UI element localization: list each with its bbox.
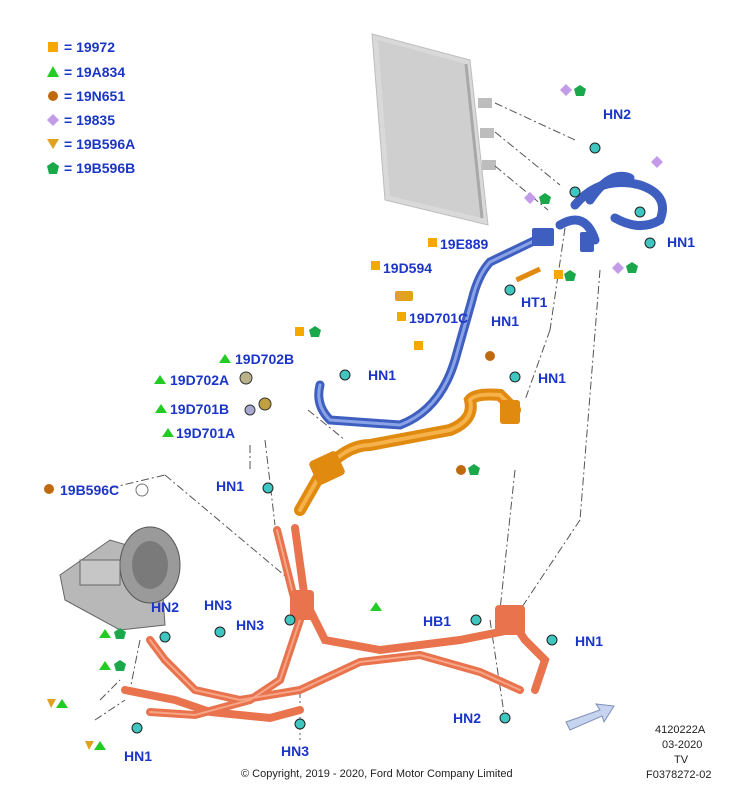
callout-19d594: 19D594 [383,260,433,276]
fittings [131,266,558,734]
callout-hn2-bottom: HN2 [453,710,482,726]
callout-19d701b: 19D701B [170,401,230,417]
legend-label: = 19N651 [64,88,126,104]
legend-item: = 19N651 [46,87,125,105]
figure-number: F0378272-02 [646,769,712,781]
legend-item: = 19B596A [46,135,135,153]
callout-19d701c: 19D701C [409,310,469,326]
amber-discharge-hose [294,388,521,516]
diagram-initials: TV [674,754,689,766]
callout-19b596c: 19B596C [60,482,120,498]
callout-hn1-c: HN1 [216,478,245,494]
callout-hn2-left: HN2 [151,599,180,615]
diagram-code: 4120222A [655,724,706,736]
legend-label: = 19A834 [64,64,126,80]
compressor-illustration [59,526,181,631]
legend-label: = 19835 [64,112,115,128]
legend-label: = 19972 [64,39,115,55]
diagram-date: 03-2020 [662,739,703,751]
square-marker-icon [48,42,58,52]
callout-hb1: HB1 [423,613,452,629]
circle-marker-icon [48,91,58,101]
callout-hn1-d: HN1 [575,633,604,649]
leader-lines [94,102,601,740]
copyright-notice: © Copyright, 2019 - 2020, Ford Motor Com… [241,768,513,780]
blue-suction-hose [314,228,554,430]
orange-pipe-network [121,524,550,723]
callout-hn2-top: HN2 [603,106,632,122]
callout-hn1-mid: HN1 [491,313,520,329]
callout-hn3-a: HN3 [204,597,233,613]
callout-hn1-bottom-left: HN1 [124,748,153,764]
callout-hn1-b: HN1 [538,370,567,386]
callout-19d702b: 19D702B [235,351,295,367]
callout-hn1-right-top: HN1 [667,234,696,250]
condenser-illustration [371,33,496,226]
callout-19d702a: 19D702A [170,372,230,388]
legend-item: = 19972 [46,38,115,56]
callout-hn3-bottom: HN3 [281,743,310,759]
front-direction-arrow [565,703,615,731]
blue-manifold-assembly [555,142,667,252]
triangle-down-marker-icon [47,139,59,149]
legend-item: = 19B596B [46,159,135,177]
legend-item: = 19A834 [46,63,125,81]
callout-markers [44,84,663,750]
callout-hn3-b: HN3 [236,617,265,633]
pentagon-marker-icon [47,162,59,174]
callout-ht1: HT1 [521,294,548,310]
callout-19d701a: 19D701A [176,425,236,441]
legend-label: = 19B596A [64,136,136,152]
legend-label: = 19B596B [64,160,136,176]
legend-item: = 19835 [46,111,115,129]
callout-hn1-a: HN1 [368,367,397,383]
triangle-up-marker-icon [47,66,59,77]
diamond-marker-icon [47,114,59,126]
callout-19e889: 19E889 [440,236,489,252]
